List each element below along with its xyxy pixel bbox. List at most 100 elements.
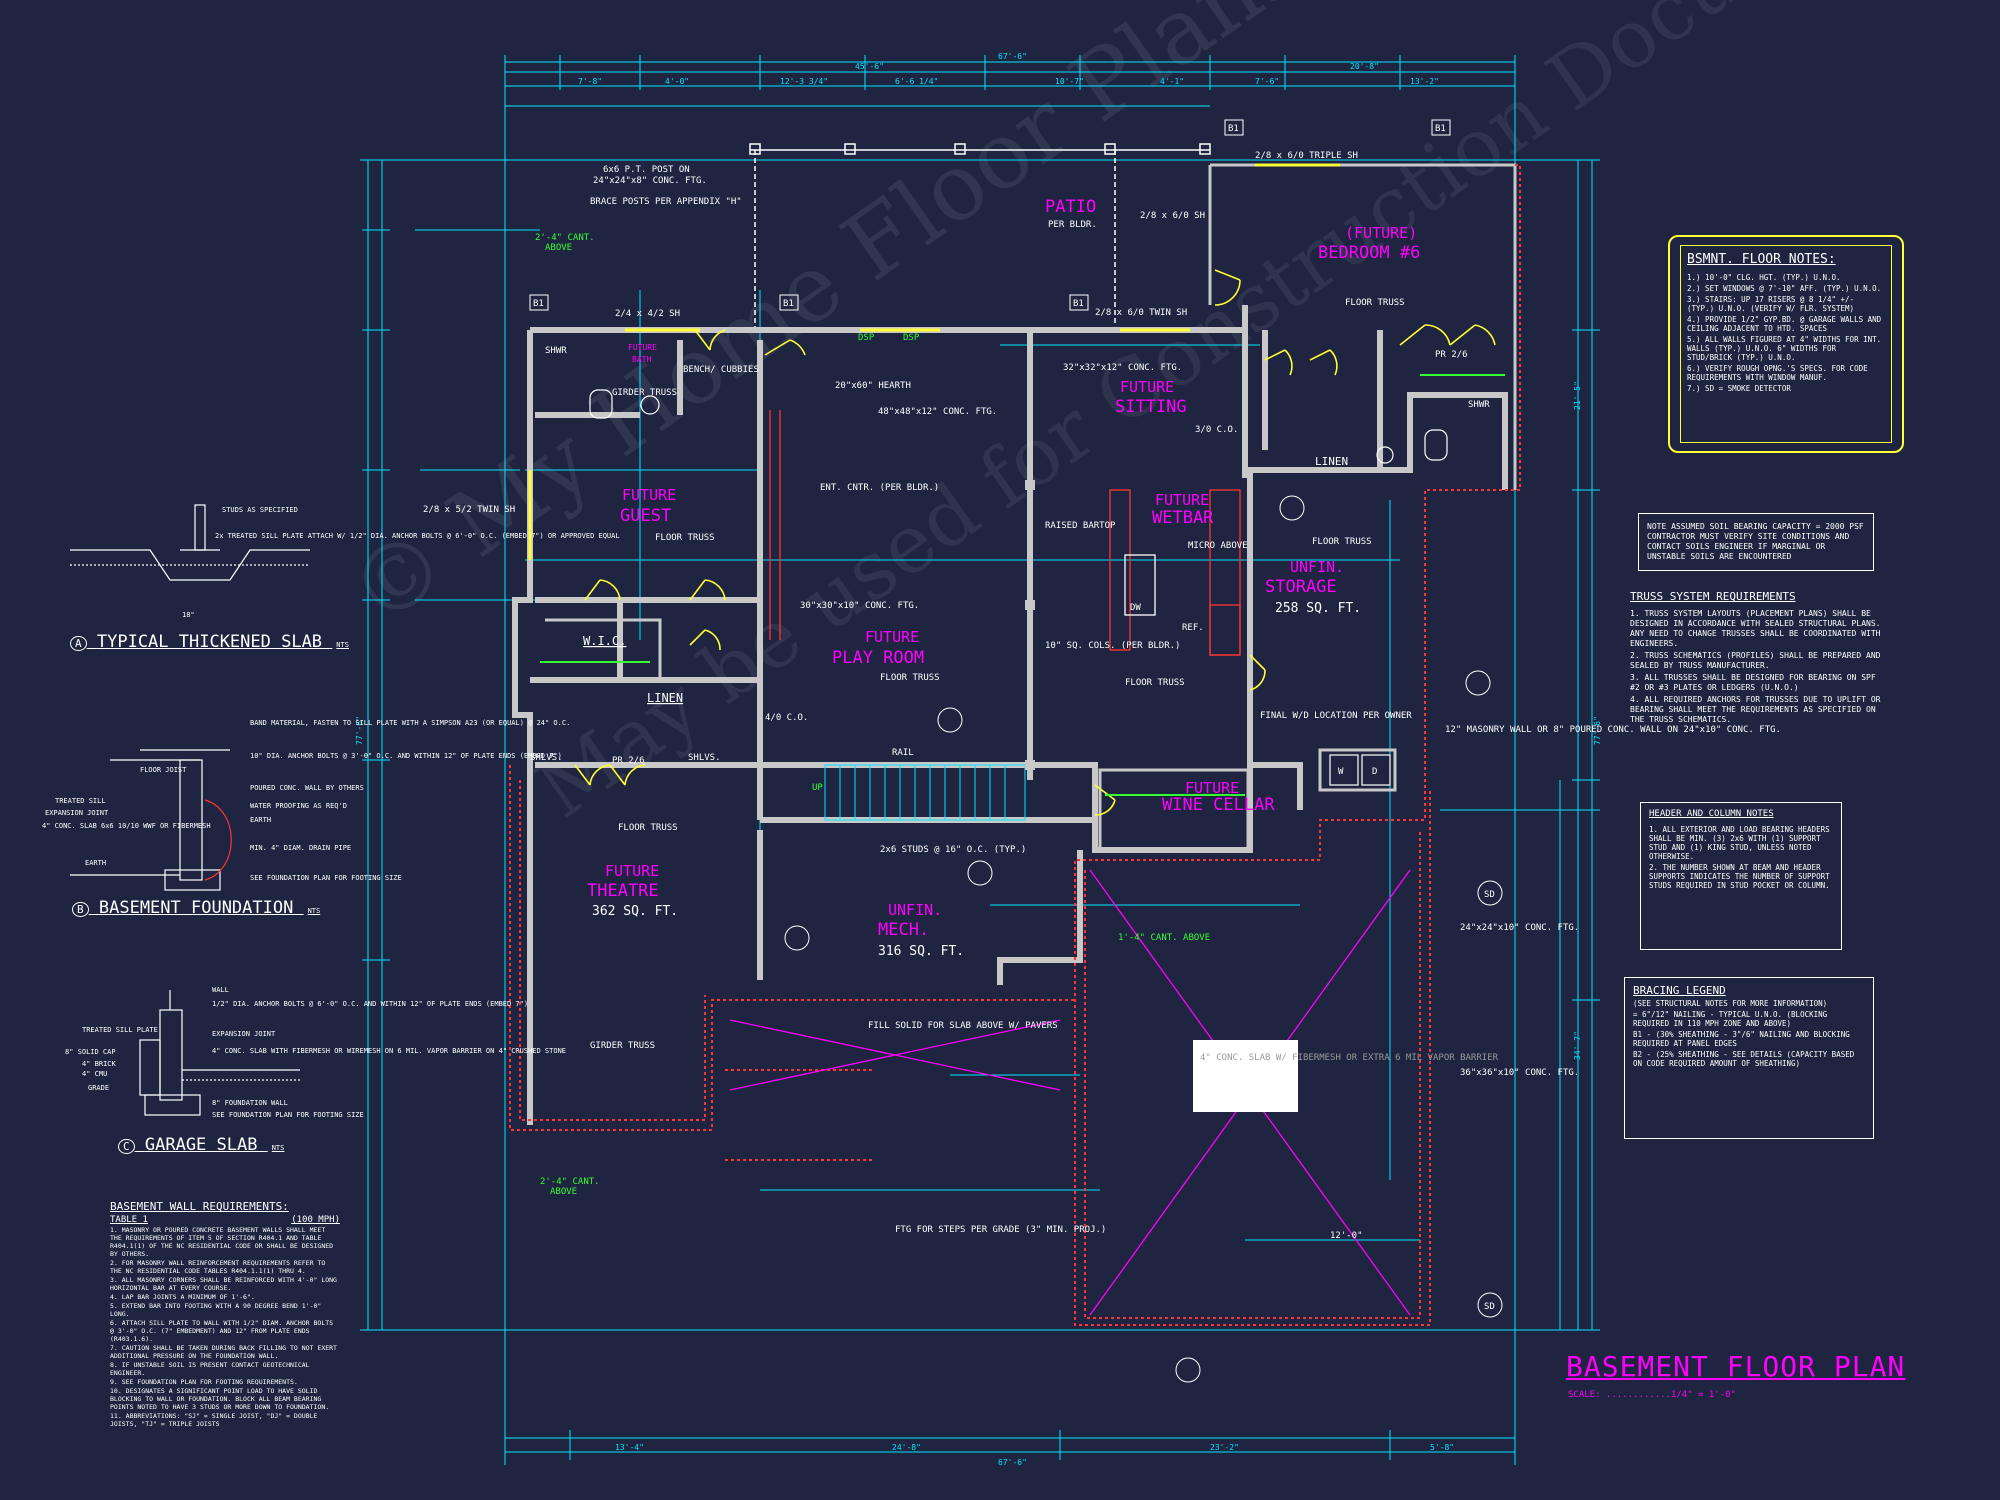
floor-truss-3: FLOOR TRUSS [1125,678,1185,688]
mech-label-b: MECH. [878,920,929,940]
detail-basement-foundation [70,749,232,891]
dim-top-a: 45'-6" [855,62,884,71]
conc-ftg-note-4: 24"x24"x10" CONC. FTG. [1460,923,1579,933]
dim-top-h: 4'-1" [1160,77,1184,86]
wall-req-item: 7. CAUTION SHALL BE TAKEN DURING BACK FI… [110,1344,337,1360]
sitting-label-a: FUTURE [1120,378,1174,396]
bath-fixtures [589,389,1448,786]
play-label-b: PLAY ROOM [832,648,924,668]
co-note-2: 4/0 C.O. [765,713,808,723]
columns [1025,480,1035,770]
slab-note-box [1193,1040,1298,1112]
theatre-label-b: THEATRE [587,881,659,901]
smoke-detector-2: SD [1484,1302,1495,1312]
windows [528,163,1340,560]
wall-req-item: 8. IF UNSTABLE SOIL IS PRESENT CONTACT G… [110,1361,310,1377]
detail-a-mark: A [70,636,87,651]
bath-label-a: FUTURE [628,343,657,352]
mech-sqft: 316 SQ. FT. [878,944,964,959]
detail-c-title: C GARAGE SLAB NTS [118,1135,284,1155]
conc-ftg-note-2: 32"x32"x12" CONC. FTG. [1063,363,1182,373]
truss-item: 2. TRUSS SCHEMATICS (PROFILES) SHALL BE … [1630,651,1881,670]
girder-truss-1: GIRDER TRUSS [612,388,677,398]
wall-req-item: 10. DESIGNATES A SIGNIFICANT POINT LOAD … [110,1387,330,1411]
detail-b-note-12: EARTH [85,859,106,867]
detail-garage-slab [139,990,300,1116]
wall-req-item: 5. EXTEND BAR INTO FOOTING WITH A 90 DEG… [110,1302,322,1318]
detail-c-mark: C [118,1139,135,1154]
dim-top-f: 6'-6 1/4" [895,77,938,86]
dim-top-total: 67'-6" [998,52,1027,61]
detail-a-note-3: 18" [182,611,195,619]
wall-req-item: 3. ALL MASONRY CORNERS SHALL BE REINFORC… [110,1276,337,1292]
bracing-heading: BRACING LEGEND [1633,984,1726,997]
detail-b-note-11: 4" CONC. SLAB 6x6 10/10 WWF OR FIBERMESH [42,822,211,830]
wall-req-item: 4. LAP BAR JOINTS A MINIMUM OF 1'-6". [110,1293,255,1301]
cant-above-note: ABOVE [545,243,572,253]
beam-tag-b1-5: B1 [1435,124,1446,134]
linen-label: LINEN [647,691,683,705]
window-note-3: 2/8 x 6/0 TRIPLE SH [1255,151,1358,161]
dim-bot-b: 24'-8" [892,1443,921,1452]
rail-note: RAIL [892,748,914,758]
conc-ftg-note-3: 30"x30"x10" CONC. FTG. [800,601,919,611]
detail-b-nts: NTS [307,907,321,915]
detail-c-note-2: 1/2" DIA. ANCHOR BOLTS @ 6'-0" O.C. AND … [212,1000,528,1008]
bsmt-floor-notes-panel: BSMNT. FLOOR NOTES: 1.) 10'-0" CLG. HGT.… [1668,235,1904,453]
beam-tag-b1-3: B1 [1073,299,1084,309]
truss-item: 1. TRUSS SYSTEM LAYOUTS (PLACEMENT PLANS… [1630,609,1881,648]
detail-c-title-text: GARAGE SLAB [144,1135,258,1155]
storage-label-a: UNFIN. [1290,558,1344,576]
cant-note-3: 2'-4" CANT. [540,1177,600,1187]
sheet-title: BASEMENT FLOOR PLAN [1566,1350,1906,1383]
girder-truss-2: GIRDER TRUSS [590,1041,655,1051]
dim-top-j: 13'-2" [1410,77,1439,86]
co-note-1: 3/0 C.O. [1195,425,1238,435]
post-note: 6x6 P.T. POST ON [603,165,690,175]
washer-label: W [1338,767,1344,777]
sheet-scale: SCALE: ............1/4" = 1'-0" [1568,1390,1736,1400]
dim-bot-d: 5'-8" [1430,1443,1454,1452]
wetbar-label-a: FUTURE [1155,491,1209,509]
header-note-item: 1. ALL EXTERIOR AND LOAD BEARING HEADERS… [1649,825,1830,861]
bracing-sub: (SEE STRUCTURAL NOTES FOR MORE INFORMATI… [1633,999,1828,1008]
wall-req-item: 9. SEE FOUNDATION PLAN FOR FOOTING REQUI… [110,1378,298,1386]
wall-req-item: 2. FOR MASONRY WALL REINFORCEMENT REQUIR… [110,1259,326,1275]
dw-label: DW [1130,603,1141,613]
dim-bot-c: 23'-2" [1210,1443,1239,1452]
stair-up-note: UP [812,783,823,793]
dim-bot-total: 67'-6" [998,1458,1027,1467]
fill-solid-note: FILL SOLID FOR SLAB ABOVE W/ PAVERS [868,1021,1058,1031]
floor-truss-6: FLOOR TRUSS [1345,298,1405,308]
beam-tag-b1-4: B1 [1228,124,1239,134]
detail-c-note-8: 8" SOLID CAP [65,1048,116,1056]
dimension-text: 67'-6" 45'-6" 20'-8" 7'-8" 4'-0" 12'-3 3… [355,52,1602,1467]
window-note-5: 2/8 x 5/2 TWIN SH [423,505,515,515]
wall-req-item: 11. ABBREVIATIONS: "SJ" = SINGLE JOIST, … [110,1412,318,1428]
bracing-item: = 6"/12" NAILING - TYPICAL U.N.O. (BLOCK… [1633,1010,1828,1028]
conc-ftg-note-5: 36"x36"x10" CONC. FTG. [1460,1068,1579,1078]
studs-note: 2x6 STUDS @ 16" O.C. (TYP.) [880,845,1026,855]
detail-a-note-1: STUDS AS SPECIFIED [222,506,298,514]
shelves-1: SHLVS. [530,753,563,763]
slab-note-text: 4" CONC. SLAB W/ FIBERMESH OR EXTRA 6 MI… [1200,1053,1499,1063]
ref-label: REF. [1182,623,1204,633]
cant-above-note-3: ABOVE [550,1187,577,1197]
micro-label: MICRO ABOVE [1188,541,1248,551]
storage-sqft: 258 SQ. FT. [1275,601,1361,616]
wall-req-table: TABLE 1 [110,1215,148,1225]
bsmt-note-item: 4.) PROVIDE 1/2" GYP.BD. @ GARAGE WALLS … [1687,315,1882,333]
patio-posts [749,143,1211,330]
wall-requirements-panel: BASEMENT WALL REQUIREMENTS: TABLE 1 (100… [110,1200,340,1429]
dsp-label-1: DSP [858,333,875,343]
guest-label-a: FUTURE [622,486,676,504]
header-note-item: 2. THE NUMBER SHOWN AT BEAM AND HEADER S… [1649,863,1830,890]
bsmt-notes-heading: BSMNT. FLOOR NOTES: [1687,252,1836,267]
patio-sub-label: PER BLDR. [1048,220,1097,230]
patio-label: PATIO [1045,197,1096,217]
window-note-2: 2/8 x 6/0 SH [1140,211,1205,221]
play-label-a: FUTURE [865,628,919,646]
bracing-legend-panel: BRACING LEGEND (SEE STRUCTURAL NOTES FOR… [1624,977,1874,1139]
beam-tag-b1-1: B1 [533,299,544,309]
detail-b-note-1: BAND MATERIAL, FASTEN TO SILL PLATE WITH… [250,719,570,727]
